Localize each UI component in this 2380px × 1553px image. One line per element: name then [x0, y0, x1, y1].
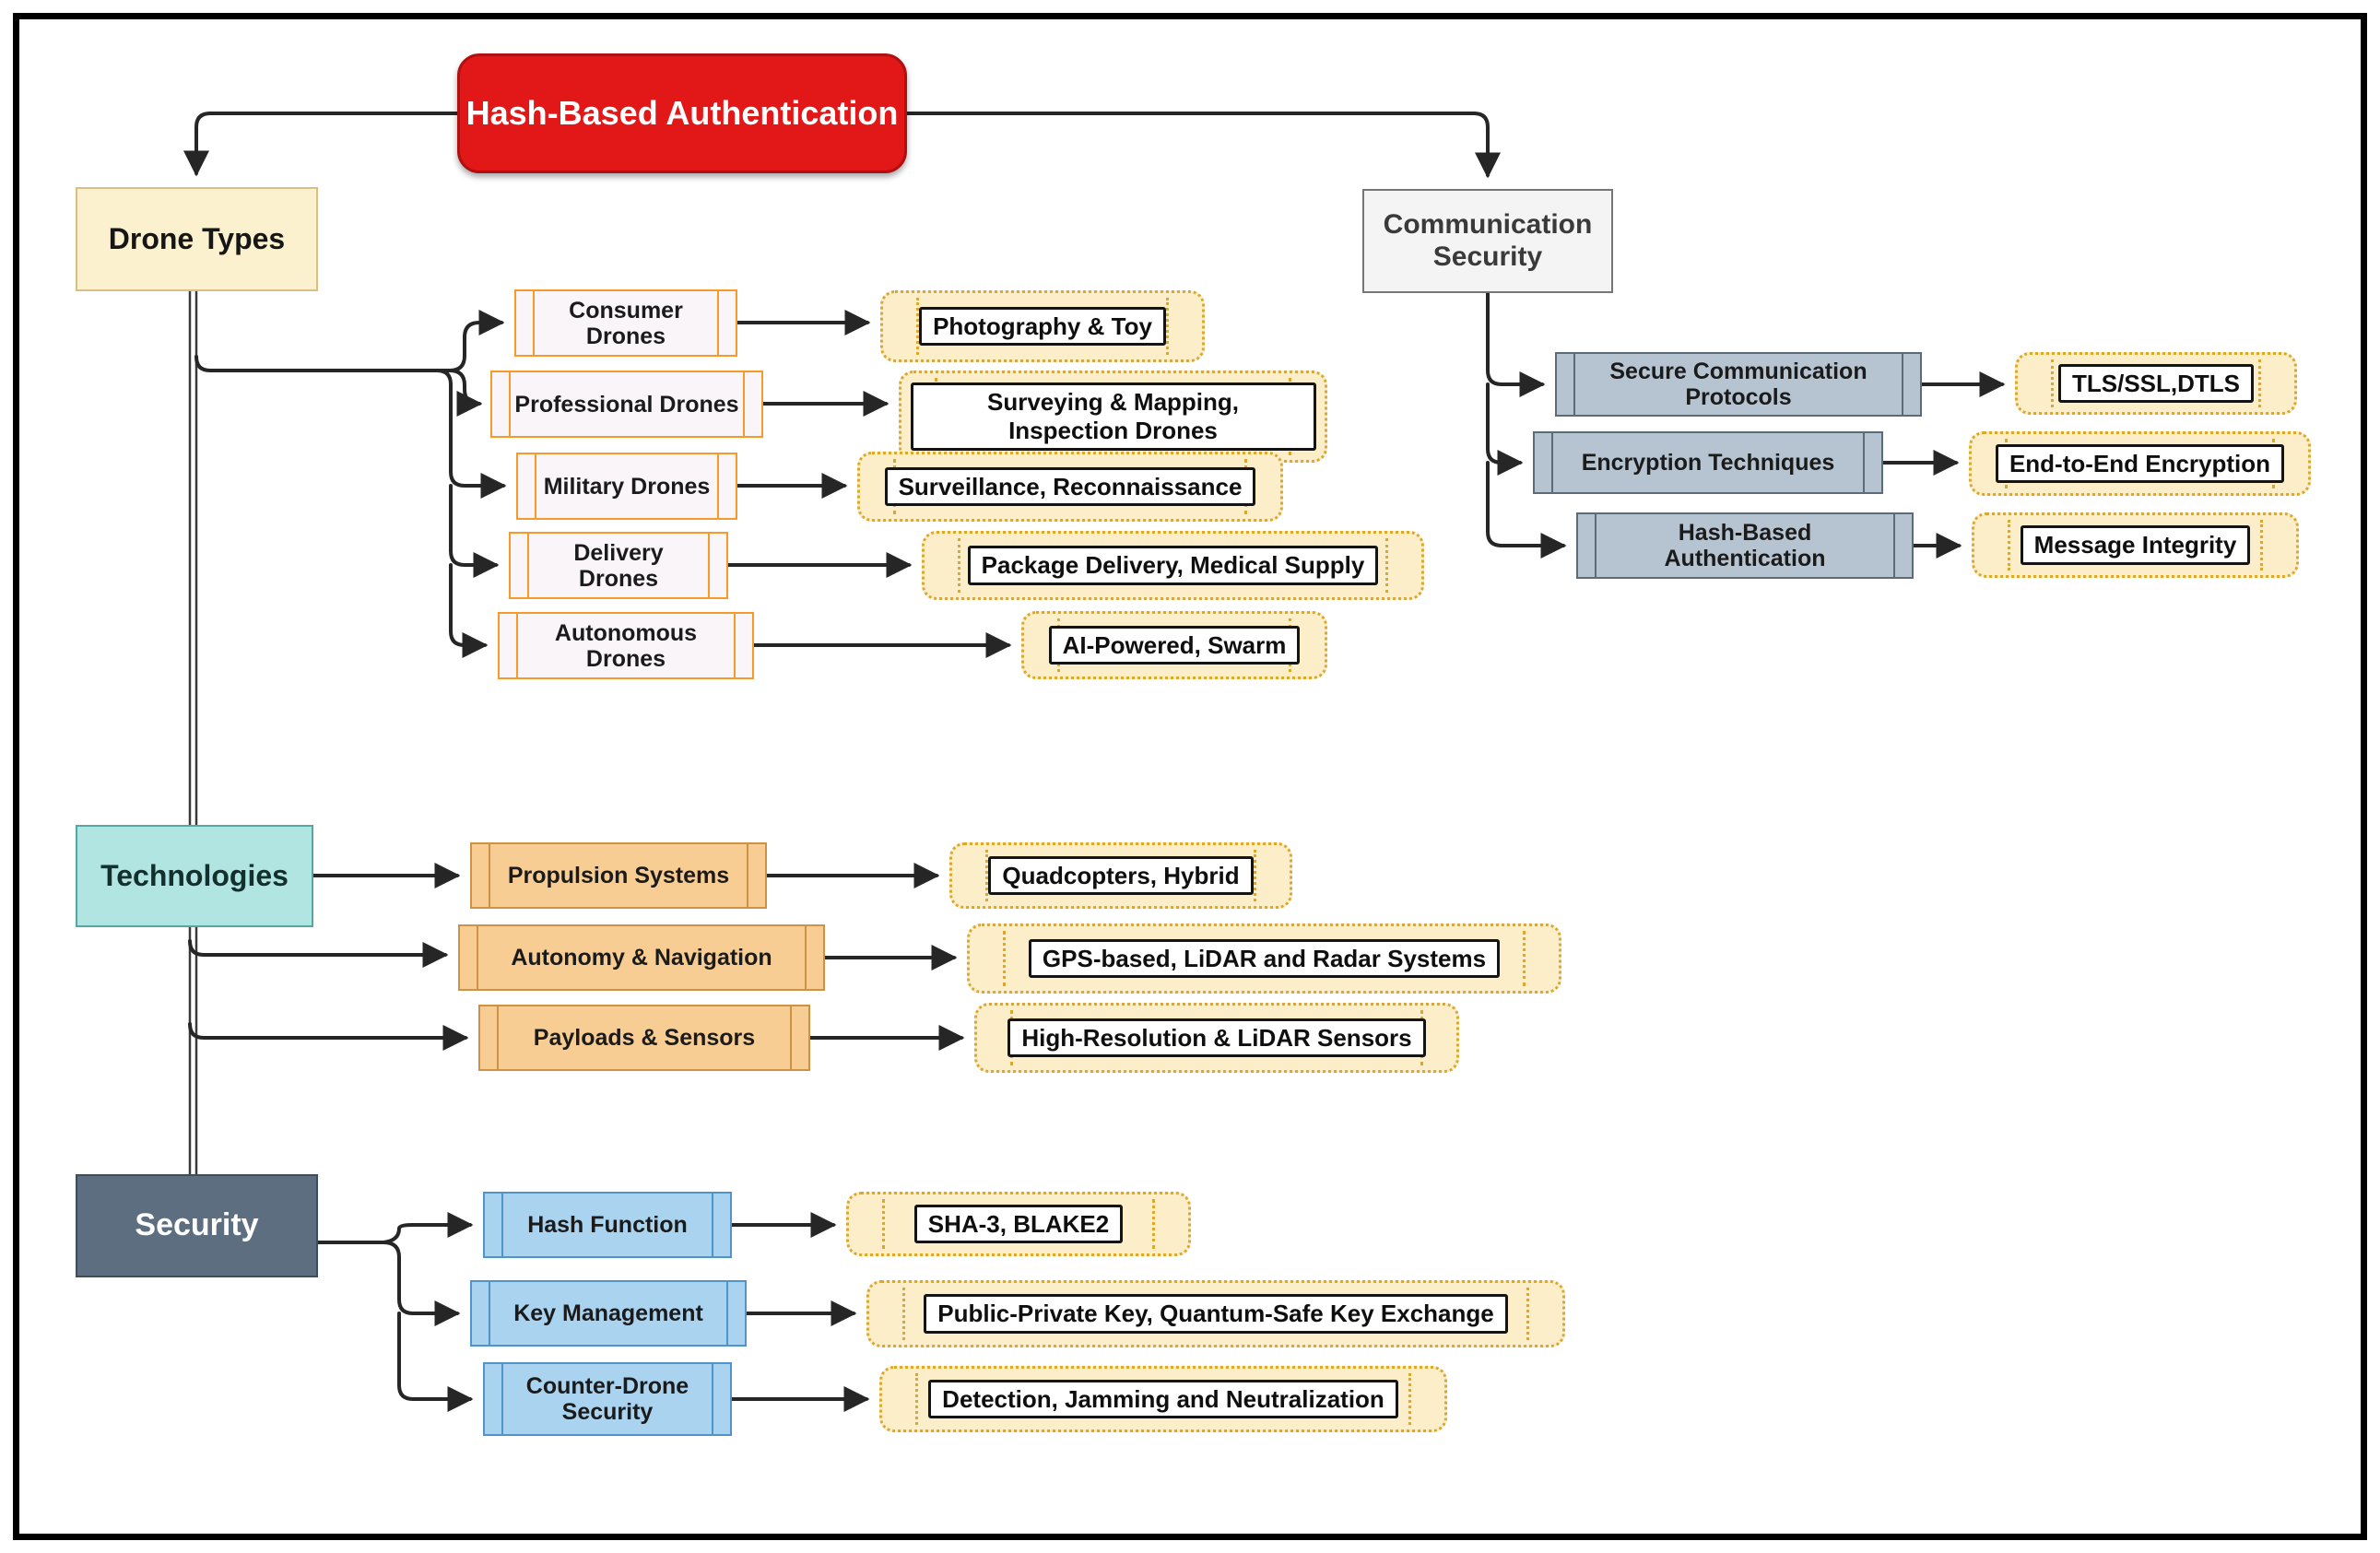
- leaf-text: AI-Powered, Swarm: [1062, 630, 1287, 659]
- leaf-note: Detection, Jamming and Neutralization: [928, 1379, 1398, 1419]
- node-label: Professional Drones: [514, 391, 739, 418]
- outer-frame: [13, 13, 2367, 1540]
- leaf-text: End-to-End Encryption: [2009, 449, 2271, 477]
- leaf-text: Package Delivery, Medical Supply: [981, 551, 1365, 580]
- node-label: Delivery Drones: [573, 539, 664, 592]
- leaf-ai-powered-swarm: AI-Powered, Swarm: [1021, 611, 1327, 679]
- connector-to-autonomy: [188, 939, 449, 968]
- connector-to-encryption: [1486, 382, 1524, 476]
- leaf-text: TLS/SSL,DTLS: [2072, 369, 2240, 397]
- leaf-note: Surveillance, Reconnaissance: [884, 466, 1256, 507]
- node-label: Military Drones: [543, 473, 711, 500]
- node-label: Encryption Techniques: [1581, 450, 1835, 476]
- node-label: Hash-Based Authentication: [1664, 520, 1826, 571]
- connector-to-professional: [448, 369, 483, 417]
- leaf-public-private-key: Public-Private Key, Quantum-Safe Key Exc…: [866, 1280, 1565, 1347]
- connector-to-counter-drone: [397, 1312, 474, 1412]
- connector-to-delivery: [449, 484, 500, 578]
- leaf-quadcopters-hybrid: Quadcopters, Hybrid: [949, 842, 1292, 909]
- connector-to-secure-protocols: [1486, 291, 1546, 397]
- leaf-text: High-Resolution & LiDAR Sensors: [1021, 1023, 1412, 1052]
- leaf-sha3-blake2: SHA-3, BLAKE2: [846, 1192, 1191, 1256]
- node-propulsion-systems: Propulsion Systems: [470, 842, 767, 909]
- branch-label: Drone Types: [108, 222, 286, 256]
- leaf-note: Surveying & Mapping, Inspection Drones: [910, 382, 1316, 451]
- node-encryption-techniques: Encryption Techniques: [1533, 431, 1883, 494]
- node-drone-types: Drone Types: [76, 187, 318, 291]
- connector-to-key-management: [382, 1241, 461, 1326]
- node-root-hash-based-authentication: Hash-Based Authentication: [457, 53, 907, 173]
- node-hash-based-authentication-child: Hash-Based Authentication: [1576, 512, 1914, 579]
- leaf-end-to-end-encryption: End-to-End Encryption: [1969, 431, 2311, 496]
- leaf-note: AI-Powered, Swarm: [1048, 625, 1301, 665]
- node-label: Propulsion Systems: [507, 863, 730, 888]
- node-label: Key Management: [513, 1300, 703, 1326]
- connector-to-hash-auth: [1486, 461, 1567, 559]
- leaf-surveying-mapping: Surveying & Mapping, Inspection Drones: [899, 371, 1327, 463]
- node-label: Hash Function: [527, 1212, 688, 1238]
- connector-to-payloads: [188, 1022, 469, 1051]
- node-communication-security: Communication Security: [1362, 189, 1613, 293]
- connector-root-to-drone-types: [183, 112, 459, 177]
- node-label: Autonomy & Navigation: [511, 945, 772, 971]
- leaf-note: Public-Private Key, Quantum-Safe Key Exc…: [924, 1294, 1508, 1334]
- leaf-photography-toy: Photography & Toy: [880, 290, 1205, 362]
- node-hash-function: Hash Function: [483, 1192, 732, 1258]
- connector-to-hash-function: [382, 1212, 474, 1244]
- node-payloads-sensors: Payloads & Sensors: [478, 1005, 810, 1071]
- leaf-gps-lidar-radar: GPS-based, LiDAR and Radar Systems: [967, 924, 1561, 994]
- connector-root-to-communication-security: [905, 112, 1501, 179]
- leaf-note: Quadcopters, Hybrid: [988, 855, 1254, 896]
- node-label: Secure Communication Protocols: [1609, 359, 1867, 410]
- leaf-tls-ssl-dtls: TLS/SSL,DTLS: [2015, 352, 2297, 415]
- leaf-note: Photography & Toy: [919, 306, 1166, 347]
- node-label: Autonomous Drones: [554, 619, 698, 672]
- node-security: Security: [76, 1174, 318, 1277]
- node-professional-drones: Professional Drones: [490, 371, 763, 438]
- connector-to-military: [435, 369, 507, 499]
- connector-to-consumer: [448, 310, 505, 372]
- node-secure-communication-protocols: Secure Communication Protocols: [1555, 352, 1922, 417]
- branch-label: Security: [135, 1207, 259, 1243]
- leaf-note: Message Integrity: [2020, 525, 2251, 565]
- node-label: Payloads & Sensors: [533, 1025, 756, 1051]
- leaf-text: Message Integrity: [2033, 531, 2237, 559]
- node-military-drones: Military Drones: [516, 453, 737, 520]
- node-label: Counter-Drone Security: [525, 1373, 689, 1425]
- branch-label: Technologies: [100, 859, 289, 893]
- leaf-text: Quadcopters, Hybrid: [1002, 861, 1240, 889]
- leaf-note: High-Resolution & LiDAR Sensors: [1007, 1018, 1426, 1058]
- leaf-text: Detection, Jamming and Neutralization: [942, 1384, 1384, 1413]
- leaf-high-resolution-lidar: High-Resolution & LiDAR Sensors: [974, 1003, 1459, 1073]
- leaf-note: Package Delivery, Medical Supply: [967, 546, 1379, 585]
- node-consumer-drones: Consumer Drones: [514, 289, 737, 357]
- leaf-note: GPS-based, LiDAR and Radar Systems: [1028, 938, 1501, 979]
- node-technologies: Technologies: [76, 825, 313, 927]
- node-key-management: Key Management: [470, 1280, 747, 1347]
- root-label: Hash-Based Authentication: [465, 94, 899, 133]
- node-counter-drone-security: Counter-Drone Security: [483, 1362, 732, 1436]
- leaf-detection-jamming: Detection, Jamming and Neutralization: [879, 1366, 1447, 1432]
- leaf-text: SHA-3, BLAKE2: [927, 1209, 1110, 1238]
- node-autonomous-drones: Autonomous Drones: [498, 612, 754, 679]
- node-label: Consumer Drones: [569, 297, 683, 349]
- leaf-note: End-to-End Encryption: [1995, 443, 2285, 484]
- leaf-text: Public-Private Key, Quantum-Safe Key Exc…: [937, 1300, 1494, 1328]
- leaf-package-delivery: Package Delivery, Medical Supply: [922, 531, 1424, 600]
- leaf-text: Surveillance, Reconnaissance: [898, 472, 1243, 500]
- node-autonomy-navigation: Autonomy & Navigation: [458, 924, 825, 991]
- leaf-note: TLS/SSL,DTLS: [2058, 363, 2254, 404]
- connector-to-autonomous: [449, 563, 489, 658]
- connector-drone-fan-stem: [194, 355, 452, 372]
- leaf-text: GPS-based, LiDAR and Radar Systems: [1042, 944, 1487, 972]
- leaf-note: SHA-3, BLAKE2: [913, 1204, 1124, 1244]
- leaf-message-integrity: Message Integrity: [1972, 512, 2299, 578]
- branch-label: Communication Security: [1383, 209, 1593, 272]
- leaf-text: Surveying & Mapping, Inspection Drones: [986, 388, 1240, 444]
- node-delivery-drones: Delivery Drones: [509, 532, 728, 599]
- leaf-text: Photography & Toy: [933, 312, 1152, 340]
- leaf-surveillance-reconnaissance: Surveillance, Reconnaissance: [857, 452, 1283, 522]
